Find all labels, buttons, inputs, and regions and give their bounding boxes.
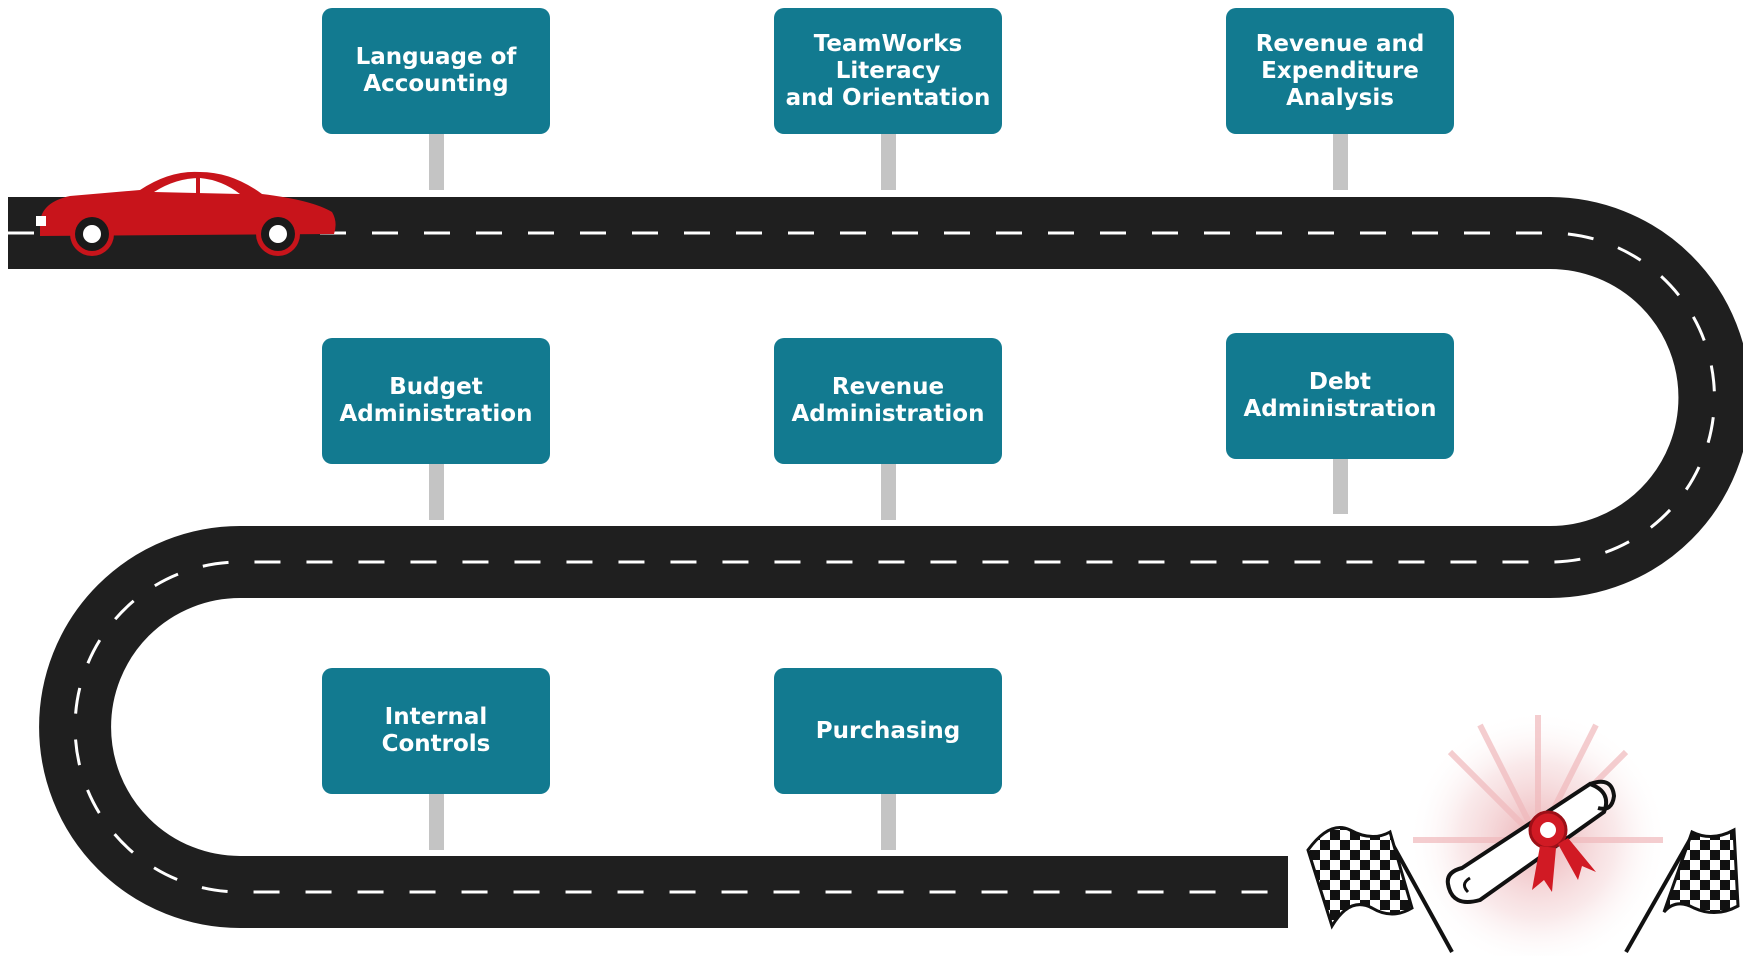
- sign-label: Revenue Administration: [791, 374, 985, 427]
- checkered-flag-icon: [1306, 826, 1454, 953]
- sign-post: [429, 134, 444, 190]
- sign-post: [429, 794, 444, 850]
- sign-label: Language of Accounting: [355, 44, 517, 97]
- diploma-icon: [1445, 779, 1617, 904]
- sign-post: [881, 794, 896, 850]
- sign-revenue-administration: Revenue Administration: [774, 338, 1002, 464]
- checkered-flag-icon: [1624, 827, 1740, 953]
- sign-language-of-accounting: Language of Accounting: [322, 8, 550, 134]
- sign-label: Revenue and Expenditure Analysis: [1255, 30, 1425, 111]
- car-icon: [36, 171, 336, 256]
- sign-post: [881, 134, 896, 190]
- sign-post: [881, 464, 896, 520]
- sign-label: Budget Administration: [339, 374, 533, 427]
- sign-post: [429, 464, 444, 520]
- sign-label: Debt Administration: [1243, 369, 1437, 422]
- road-lane-markings: [8, 231, 1716, 894]
- sign-budget-administration: Budget Administration: [322, 338, 550, 464]
- sign-internal-controls: Internal Controls: [322, 668, 550, 794]
- sign-debt-administration: Debt Administration: [1226, 333, 1454, 459]
- sign-post: [1333, 458, 1348, 514]
- sign-label: TeamWorks Literacy and Orientation: [785, 30, 991, 111]
- sign-post: [1333, 134, 1348, 190]
- sign-teamworks-literacy: TeamWorks Literacy and Orientation: [774, 8, 1002, 134]
- sign-label: Purchasing: [815, 717, 961, 744]
- sign-revenue-expenditure-analysis: Revenue and Expenditure Analysis: [1226, 8, 1454, 134]
- sign-purchasing: Purchasing: [774, 668, 1002, 794]
- sign-label: Internal Controls: [381, 704, 491, 757]
